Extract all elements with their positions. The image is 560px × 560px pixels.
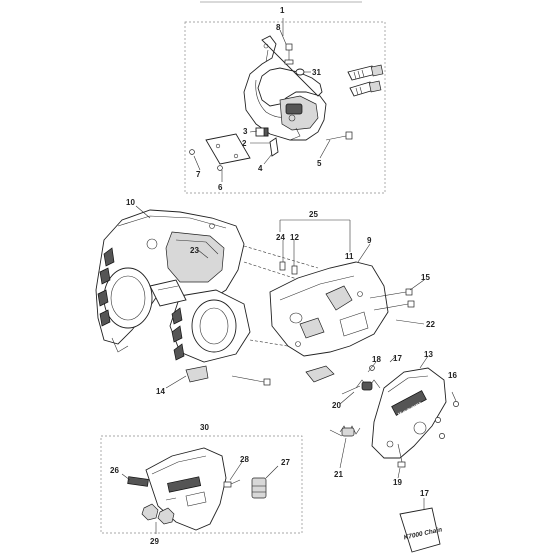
cover-part-13: Husqvarna: [371, 367, 447, 459]
callout-11: 11: [345, 252, 354, 261]
callout-12: 12: [290, 233, 299, 242]
cylinder-housing-part-10: [95, 209, 251, 383]
callout-25: 25: [309, 210, 318, 219]
callout-6: 6: [218, 183, 223, 192]
callout-8: 8: [276, 23, 281, 32]
callout-labels: 1 8 31 3 2 4 5 7 6 10 25 24 12 9 23 11 1…: [110, 6, 457, 546]
callout-18: 18: [372, 355, 381, 364]
plate-part-2: [205, 133, 251, 165]
part-3-block: [255, 127, 269, 137]
callout-24: 24: [276, 233, 285, 242]
callout-17: 17: [393, 354, 402, 363]
callout-16: 16: [448, 371, 457, 380]
callout-17-decal: 17: [420, 489, 429, 498]
spring-part-20: [341, 365, 381, 395]
callout-29: 29: [150, 537, 159, 546]
screws-part-16: [435, 391, 459, 439]
screws-part-7: [189, 149, 223, 171]
clip-part-28: [223, 461, 243, 488]
callout-19: 19: [393, 478, 402, 487]
callout-22: 22: [426, 320, 435, 329]
spring-part-21: [329, 425, 361, 437]
callout-30: 30: [200, 423, 209, 432]
group-box-upper: [184, 21, 386, 194]
screw-part-14: [231, 375, 271, 386]
bracket-part-9: [269, 261, 389, 383]
callout-31: 31: [312, 68, 321, 77]
callout-4: 4: [258, 164, 263, 173]
nuts-part-29: [141, 503, 175, 534]
bolt-part-8: [284, 43, 294, 65]
callout-2: 2: [242, 139, 247, 148]
callout-1: 1: [280, 6, 285, 15]
callout-20: 20: [332, 401, 341, 410]
group-box-lower: [100, 435, 303, 534]
screws-part-15: [369, 288, 415, 311]
callout-15: 15: [421, 273, 430, 282]
screw-part-19: [397, 443, 406, 468]
callout-3: 3: [243, 127, 248, 136]
chain-guard-assembly: [243, 35, 327, 141]
callout-23: 23: [190, 246, 199, 255]
label-part-26: [121, 473, 149, 487]
callout-21: 21: [334, 470, 343, 479]
callout-9: 9: [367, 236, 372, 245]
studs-right: [347, 64, 384, 97]
screw-part-5: [325, 131, 353, 141]
callout-28: 28: [240, 455, 249, 464]
callout-5: 5: [317, 159, 322, 168]
callout-13: 13: [424, 350, 433, 359]
leaders-main: [135, 205, 429, 479]
decal-part-17: K7000 Chain: [399, 498, 443, 553]
pins-part-12-24: [279, 261, 298, 275]
bracket-part-4: [269, 137, 279, 157]
callout-26: 26: [110, 466, 119, 475]
callout-27: 27: [281, 458, 290, 467]
block-part-27: [251, 465, 279, 499]
ring-part-31: [295, 68, 305, 76]
callout-7: 7: [196, 170, 201, 179]
leaders-upper: [193, 18, 331, 182]
callout-14: 14: [156, 387, 165, 396]
callout-10: 10: [126, 198, 135, 207]
